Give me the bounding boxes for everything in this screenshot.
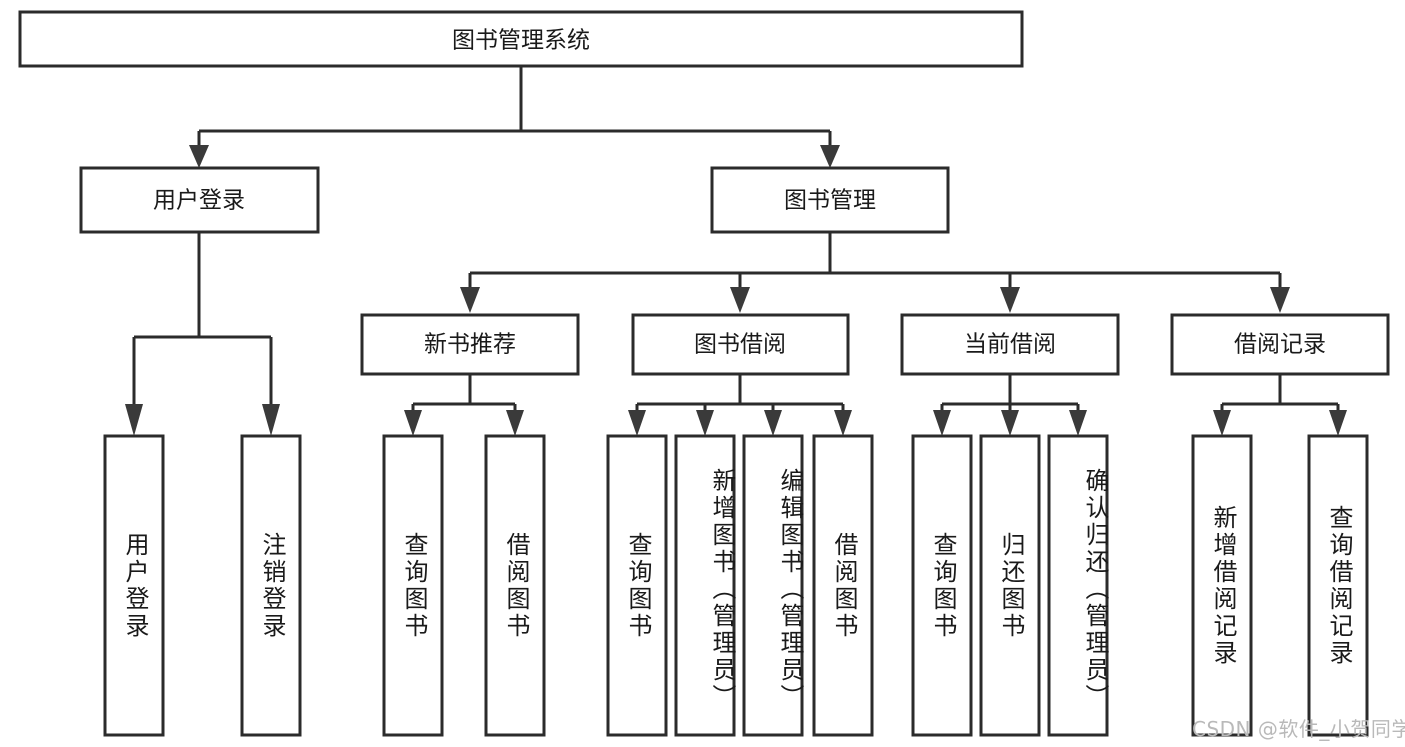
connector-group-user-login <box>125 232 280 436</box>
node-root-label: 图书管理系统 <box>452 28 590 54</box>
leaf-query-book-2-box[interactable] <box>606 434 668 737</box>
arrow-head-new-book-recommend <box>460 287 480 313</box>
node-new-book-recommend[interactable]: 新书推荐 <box>360 313 580 376</box>
node-root-box[interactable] <box>18 10 1024 68</box>
node-new-book-recommend-box[interactable] <box>360 313 580 376</box>
connector-group-book-management <box>460 232 1290 313</box>
connector-group-current-borrow <box>933 374 1087 436</box>
arrow-head-leaf-query-book-2 <box>628 410 646 436</box>
leaf-nodes-group <box>103 434 1369 737</box>
node-book-management-box[interactable] <box>710 166 950 234</box>
arrow-head-leaf-add-book <box>696 410 714 436</box>
arrow-head-leaf-borrow-book-1 <box>506 410 524 436</box>
node-root[interactable]: 图书管理系统 <box>18 10 1024 68</box>
leaf-return-book-box[interactable] <box>979 434 1041 737</box>
arrow-head-book-borrow <box>730 287 750 313</box>
leaf-borrow-book-2-box[interactable] <box>812 434 874 737</box>
arrow-head-book-management <box>820 145 840 168</box>
arrow-head-current-borrow <box>1000 287 1020 313</box>
node-borrow-record-label: 借阅记录 <box>1234 332 1326 358</box>
node-new-book-recommend-label: 新书推荐 <box>424 332 516 358</box>
arrow-head-leaf-user-login <box>125 404 143 436</box>
node-borrow-record[interactable]: 借阅记录 <box>1170 313 1390 376</box>
connector-group-root <box>189 66 840 168</box>
node-book-borrow-box[interactable] <box>631 313 850 376</box>
node-book-management-label: 图书管理 <box>784 188 876 214</box>
arrow-head-leaf-return-book <box>1001 410 1019 436</box>
leaf-edit-book-box[interactable] <box>742 434 804 737</box>
leaf-borrow-book-1-box[interactable] <box>484 434 546 737</box>
leaf-query-book-3-box[interactable] <box>911 434 973 737</box>
leaf-user-login-box[interactable] <box>103 434 165 737</box>
arrow-head-leaf-add-borrow-record <box>1213 410 1231 436</box>
leaf-query-borrow-record-box[interactable] <box>1307 434 1369 737</box>
arrow-head-leaf-query-book-1 <box>404 410 422 436</box>
arrow-head-leaf-query-borrow-record <box>1329 410 1347 436</box>
arrow-head-leaf-borrow-book-2 <box>834 410 852 436</box>
leaf-query-book-1-box[interactable] <box>382 434 444 737</box>
connector-group-new-book-recommend <box>404 374 524 436</box>
leaf-confirm-return-box[interactable] <box>1047 434 1109 737</box>
connector-group-book-borrow <box>628 374 852 436</box>
leaf-add-borrow-record-box[interactable] <box>1191 434 1253 737</box>
node-book-borrow[interactable]: 图书借阅 <box>631 313 850 376</box>
node-user-login[interactable]: 用户登录 <box>79 166 320 234</box>
node-current-borrow[interactable]: 当前借阅 <box>900 313 1120 376</box>
node-user-login-label: 用户登录 <box>153 188 245 214</box>
leaf-logout-login-box[interactable] <box>240 434 302 737</box>
node-user-login-box[interactable] <box>79 166 320 234</box>
leaf-add-book-box[interactable] <box>674 434 736 737</box>
csdn-watermark: CSDN @软件_小贺同学 <box>1192 717 1405 741</box>
arrow-head-leaf-edit-book <box>764 410 782 436</box>
arrow-head-leaf-query-book-3 <box>933 410 951 436</box>
node-current-borrow-box[interactable] <box>900 313 1120 376</box>
arrow-head-leaf-confirm-return <box>1069 410 1087 436</box>
node-book-management[interactable]: 图书管理 <box>710 166 950 234</box>
node-borrow-record-box[interactable] <box>1170 313 1390 376</box>
arrow-head-borrow-record <box>1270 287 1290 313</box>
node-book-borrow-label: 图书借阅 <box>694 332 786 358</box>
arrow-head-user-login <box>189 145 209 168</box>
node-current-borrow-label: 当前借阅 <box>964 332 1056 358</box>
arrow-head-leaf-logout-login <box>262 404 280 436</box>
connector-group-borrow-record <box>1213 374 1347 436</box>
